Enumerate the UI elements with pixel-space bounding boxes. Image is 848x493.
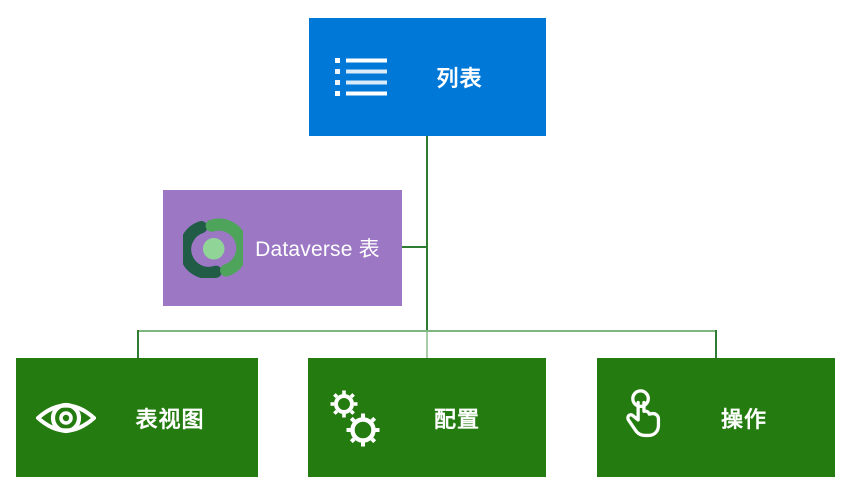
node-actions-label: 操作: [720, 406, 767, 432]
node-configuration: 配置: [308, 358, 546, 477]
connector-drop-center: [426, 332, 428, 358]
gears-icon: [328, 387, 382, 449]
node-list: 列表: [309, 18, 546, 136]
node-table-views: 表视图: [16, 358, 258, 477]
list-icon: [335, 57, 387, 97]
connector-drop-right: [715, 330, 717, 358]
connector-drop-left: [137, 330, 139, 358]
eye-icon: [36, 396, 96, 440]
node-list-label: 列表: [436, 66, 483, 91]
node-dataverse-table: Dataverse 表: [163, 190, 402, 306]
node-table-views-label: 表视图: [135, 406, 205, 432]
connector-horizontal-bar: [137, 330, 717, 332]
connector-side-stub: [402, 246, 426, 248]
node-dataverse-label: Dataverse 表: [255, 238, 380, 261]
dataverse-logo: [183, 218, 243, 278]
tap-icon: [617, 388, 667, 448]
node-actions: 操作: [597, 358, 835, 477]
connector-root-vertical: [426, 136, 428, 331]
node-configuration-label: 配置: [433, 406, 480, 432]
